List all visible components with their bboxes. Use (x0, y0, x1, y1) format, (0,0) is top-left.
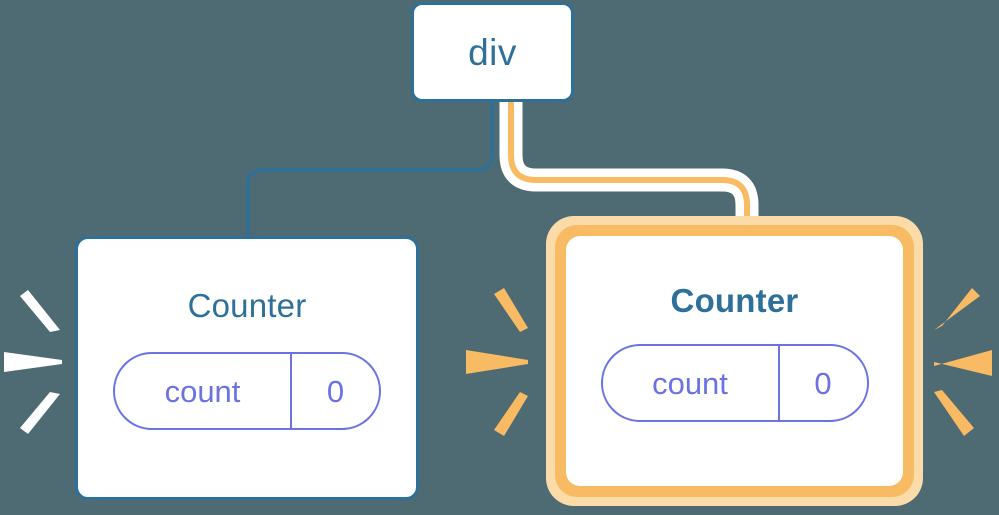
state-pill-left-key: count (115, 354, 292, 428)
spark-burst-left-white (4, 282, 66, 442)
state-pill-left-value: 0 (326, 373, 345, 409)
spark-icon (494, 392, 528, 436)
spark-icon (494, 288, 528, 332)
spark-icon (934, 288, 980, 330)
spark-icon (20, 392, 60, 434)
node-div-label: div (468, 31, 517, 73)
state-pill-right: count 0 (600, 344, 869, 422)
state-pill-right-key: count (603, 346, 780, 420)
node-counter-left[interactable]: Counter count 0 (75, 236, 419, 500)
spark-icon (466, 350, 528, 374)
node-counter-right[interactable]: Counter count 0 (566, 236, 903, 486)
spark-icon (4, 352, 62, 372)
node-div[interactable]: div (411, 2, 574, 102)
wire-to-left-counter (246, 100, 494, 238)
node-counter-right-title: Counter (670, 282, 799, 319)
node-counter-left-title: Counter (187, 287, 307, 324)
spark-icon (20, 290, 60, 332)
spark-burst-right-orange (934, 282, 996, 442)
state-pill-left: count 0 (113, 352, 381, 430)
spark-icon (934, 350, 992, 376)
spark-burst-middle-orange (466, 282, 528, 442)
spark-icon (934, 390, 974, 436)
state-pill-right-value: 0 (814, 365, 832, 401)
